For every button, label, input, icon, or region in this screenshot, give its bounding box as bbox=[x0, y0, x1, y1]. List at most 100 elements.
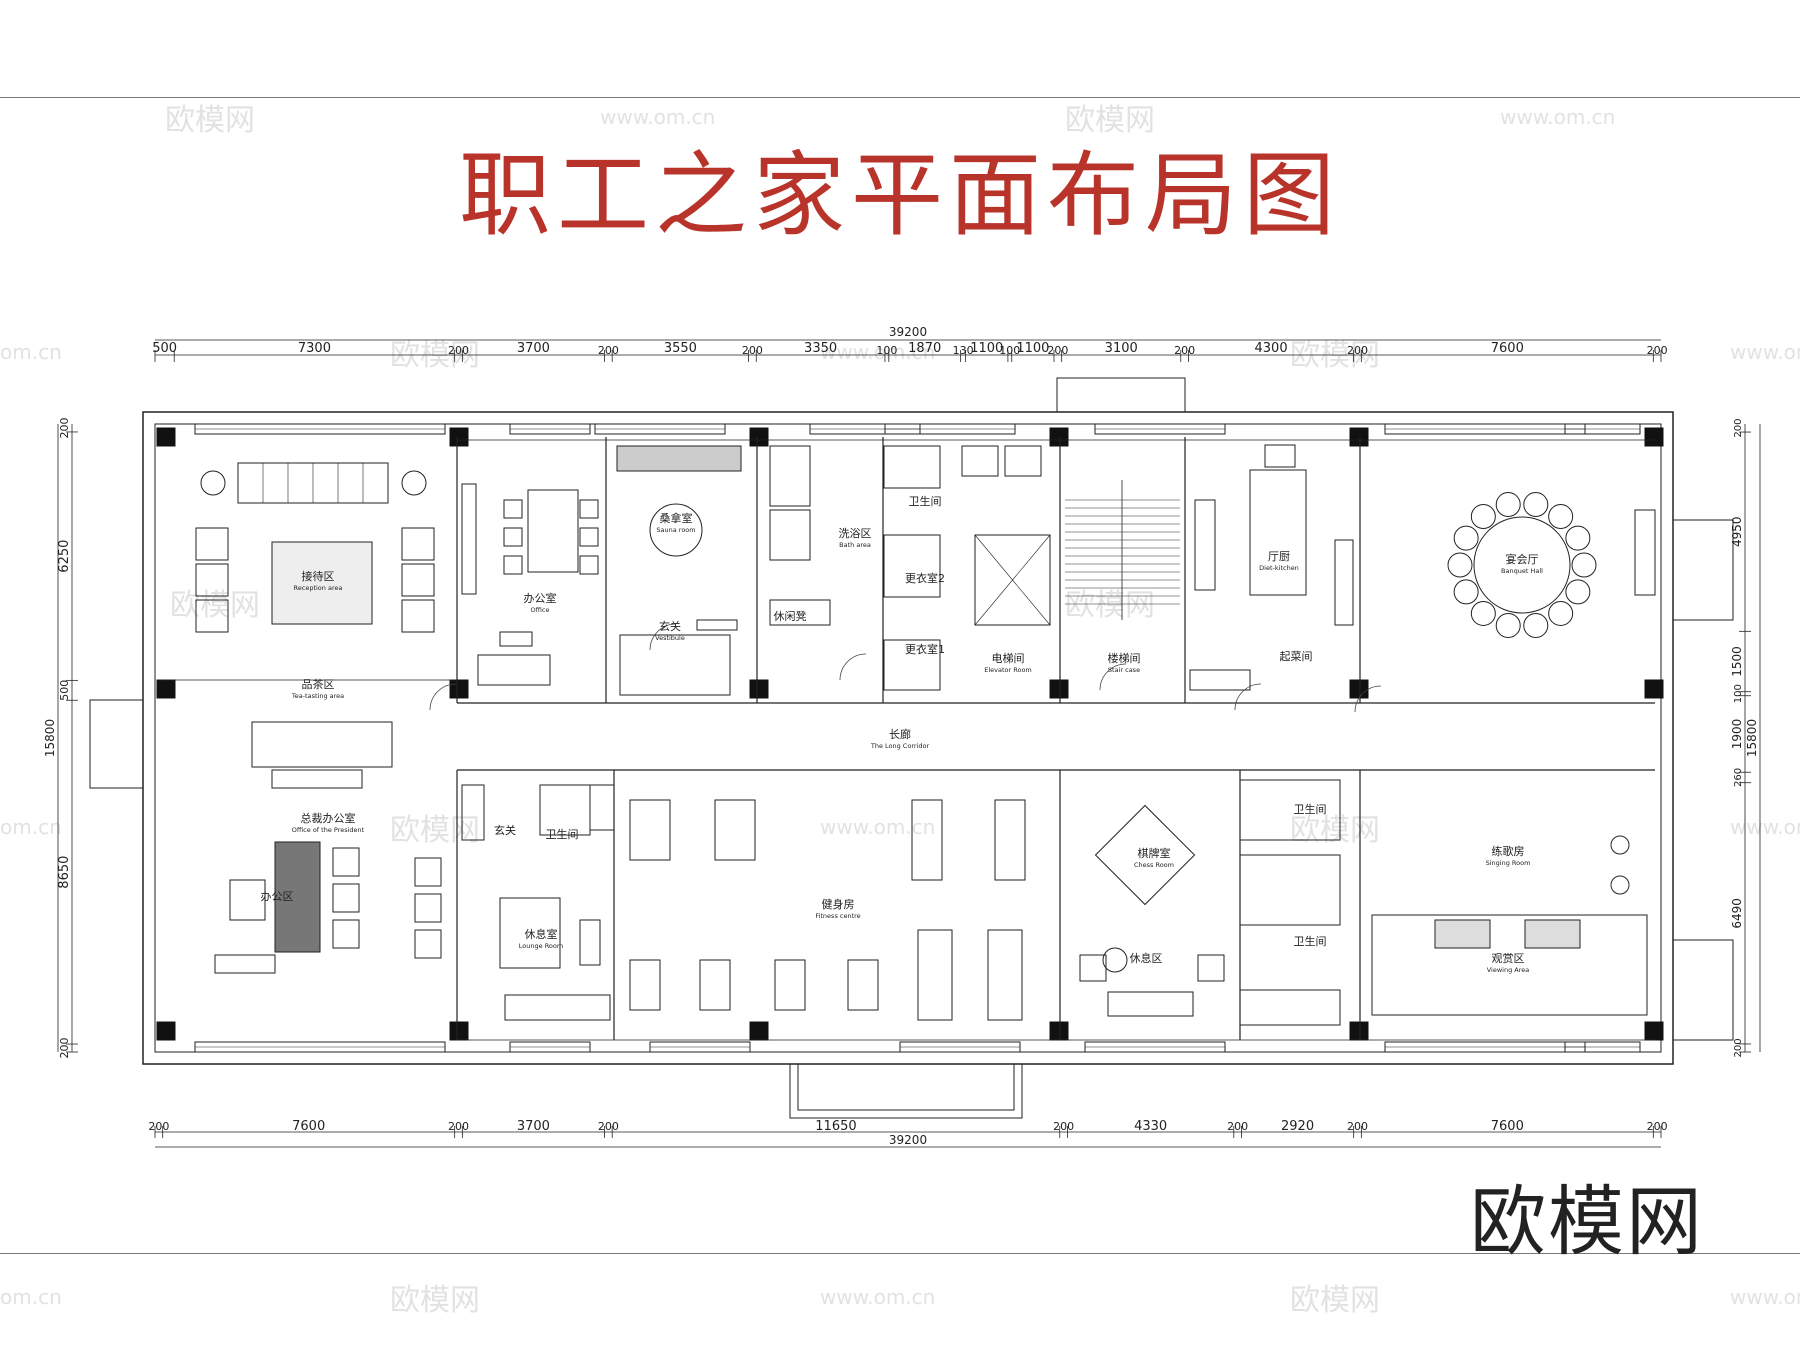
washbasin-counter bbox=[883, 445, 941, 489]
dim-label-top: 3550 bbox=[664, 341, 697, 356]
dim-label-bottom: 7600 bbox=[292, 1119, 325, 1134]
column bbox=[449, 1021, 469, 1041]
room-label-en: Office of the President bbox=[292, 826, 365, 834]
guest-chair bbox=[332, 847, 360, 877]
dim-label-top: 200 bbox=[598, 344, 619, 357]
room-label-en: Reception area bbox=[294, 584, 343, 592]
exercise-bike bbox=[699, 959, 731, 1011]
top-protrusion bbox=[1056, 377, 1186, 413]
stove-range bbox=[1334, 539, 1354, 626]
dim-label-top: 4300 bbox=[1255, 341, 1288, 356]
viewing-table bbox=[1434, 919, 1491, 949]
weight-machine bbox=[714, 799, 756, 861]
dim-label-right: 260 bbox=[1733, 768, 1744, 787]
elevator-car bbox=[974, 534, 1051, 626]
exercise-bike bbox=[629, 959, 661, 1011]
room-label-en: Chess Room bbox=[1134, 861, 1174, 869]
column bbox=[1349, 679, 1369, 699]
treadmill bbox=[917, 929, 953, 1021]
dim-label-left: 8650 bbox=[57, 856, 72, 889]
room-label-zh: 厅厨 bbox=[1268, 550, 1290, 563]
room-label-zh: 休息区 bbox=[1130, 951, 1163, 965]
door-swing bbox=[1354, 685, 1382, 713]
dim-label-top: 3350 bbox=[804, 341, 837, 356]
viewing-area-platform bbox=[1371, 914, 1648, 1016]
plan-title: 职工之家平面布局图 bbox=[458, 142, 1341, 249]
room-label-en: Tea-tasting area bbox=[291, 692, 344, 700]
room-label-zh: 卫生间 bbox=[909, 494, 942, 508]
kitchen-counter bbox=[1194, 499, 1216, 591]
office-chair bbox=[503, 499, 523, 519]
banquet-chair bbox=[1523, 612, 1549, 638]
dim-label-bottom: 7600 bbox=[1491, 1119, 1524, 1134]
bench-press bbox=[911, 799, 943, 881]
room-label-en: Stair case bbox=[1108, 666, 1140, 674]
vestibule-cabinet bbox=[619, 634, 731, 696]
dim-label-top: 100 bbox=[876, 344, 897, 357]
room-label-en: Bath area bbox=[839, 541, 871, 549]
armchair bbox=[401, 599, 435, 633]
column bbox=[1049, 1021, 1069, 1041]
door-swing bbox=[649, 623, 677, 651]
bathtub bbox=[1239, 989, 1341, 1026]
dim-label-top: 3700 bbox=[517, 341, 550, 356]
tea-table bbox=[251, 721, 393, 768]
shower-stall bbox=[769, 509, 811, 561]
dim-label-top: 200 bbox=[742, 344, 763, 357]
room-label-zh: 办公室 bbox=[524, 591, 557, 605]
office-chair bbox=[579, 527, 599, 547]
column bbox=[156, 1021, 176, 1041]
banquet-chair bbox=[1495, 492, 1521, 518]
dim-label-right: 1500 bbox=[1730, 646, 1744, 677]
exercise-bike bbox=[847, 959, 879, 1011]
banquet-chair bbox=[1470, 600, 1496, 626]
room-label-zh: 卫生间 bbox=[546, 827, 579, 841]
dim-label-top: 130 bbox=[953, 344, 974, 357]
dim-label-right: 100 bbox=[1733, 684, 1744, 703]
banquet-chair bbox=[1453, 579, 1479, 605]
dim-label-top: 100 bbox=[999, 344, 1020, 357]
room-label-en: Lounge Room bbox=[519, 942, 563, 950]
dim-label-top: 7300 bbox=[298, 341, 331, 356]
rest-bench bbox=[769, 599, 831, 626]
dim-label-bottom: 200 bbox=[448, 1120, 469, 1133]
dim-label-right: 4950 bbox=[1730, 516, 1744, 547]
rest-sofa bbox=[1107, 991, 1194, 1017]
office-chair bbox=[229, 879, 266, 921]
windows bbox=[194, 423, 1641, 1053]
toilet-stall bbox=[961, 445, 999, 477]
dim-label-bottom: 4330 bbox=[1134, 1119, 1167, 1134]
dim-label-top: 1870 bbox=[908, 341, 941, 356]
office-chair bbox=[579, 555, 599, 575]
dim-label-top: 200 bbox=[448, 344, 469, 357]
room-label-en: The Long Corridor bbox=[870, 742, 930, 750]
room-label-zh: 办公区 bbox=[261, 890, 294, 903]
tea-bench bbox=[271, 769, 363, 789]
left-zone-furniture bbox=[195, 462, 442, 974]
dim-label-left: 500 bbox=[58, 680, 71, 701]
wc-singing-furniture bbox=[1239, 779, 1648, 1026]
room-label-zh: 更衣室1 bbox=[905, 642, 945, 656]
sauna-stove bbox=[649, 503, 703, 557]
banquet-table bbox=[1473, 516, 1571, 614]
dim-label-top: 200 bbox=[1347, 344, 1368, 357]
banquet-chair bbox=[1447, 552, 1473, 578]
fitness-equipment bbox=[629, 799, 1026, 1021]
rest-chair bbox=[1197, 954, 1225, 982]
room-label-zh: 练歌房 bbox=[1492, 844, 1525, 858]
banquet-chair bbox=[1571, 552, 1597, 578]
restroom-fixtures bbox=[1239, 854, 1341, 926]
office-sofa bbox=[477, 654, 551, 686]
room-label-zh: 楼梯间 bbox=[1108, 651, 1141, 665]
door-swing bbox=[429, 683, 457, 711]
locker-room-1 bbox=[883, 639, 941, 691]
armchair bbox=[195, 599, 229, 633]
dim-label-bottom: 3700 bbox=[517, 1119, 550, 1134]
door-swing bbox=[1234, 683, 1262, 711]
column bbox=[749, 1021, 769, 1041]
sauna-bench bbox=[616, 445, 742, 472]
dim-label-top: 3100 bbox=[1105, 341, 1138, 356]
armchair bbox=[401, 563, 435, 597]
wall-cabinet bbox=[414, 929, 442, 959]
office-furniture bbox=[461, 483, 599, 686]
